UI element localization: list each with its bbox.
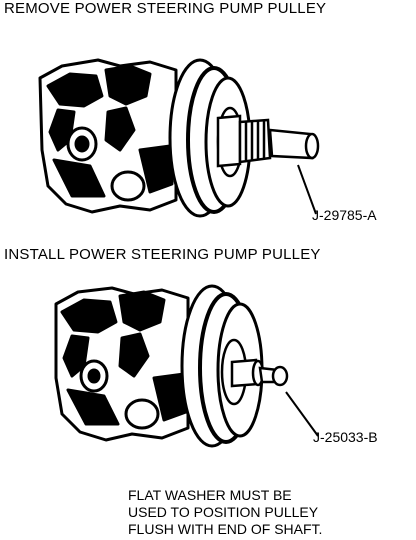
remover-tool-upper <box>216 114 320 215</box>
installer-tool-lower <box>230 358 319 437</box>
pump-body-lower <box>54 286 190 442</box>
flat-washer-note: FLAT WASHER MUST BE USED TO POSITION PUL… <box>128 487 322 538</box>
pump-body-upper <box>38 58 178 214</box>
note-line-3: FLUSH WITH END OF SHAFT. <box>128 521 323 537</box>
remover-tool-label: J-29785-A <box>312 207 377 223</box>
install-title: INSTALL POWER STEERING PUMP PULLEY <box>4 246 321 263</box>
installer-tool-label: J-25033-B <box>313 429 378 445</box>
note-line-1: FLAT WASHER MUST BE <box>128 487 292 503</box>
note-line-2: USED TO POSITION PULLEY <box>128 504 319 520</box>
remove-title: REMOVE POWER STEERING PUMP PULLEY <box>4 0 327 17</box>
